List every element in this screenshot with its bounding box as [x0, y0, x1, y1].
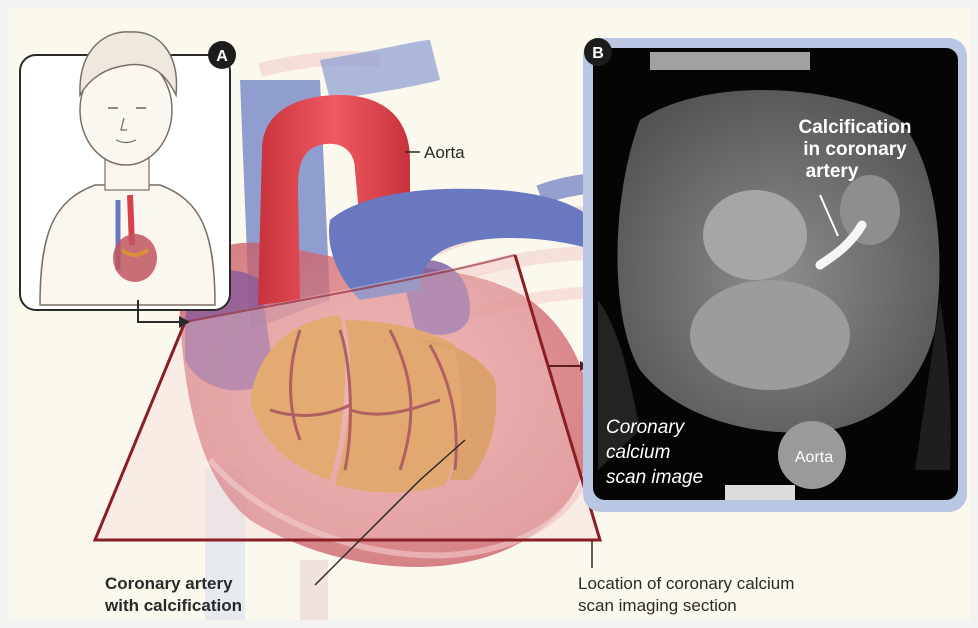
torso-heart: [113, 234, 157, 282]
panel-a: A: [20, 32, 236, 328]
ct-sternum: [650, 52, 810, 70]
ct-caption-3: scan image: [606, 467, 703, 488]
descending-aorta: [300, 560, 328, 620]
scan-location-label-1: Location of coronary calcium: [578, 574, 794, 593]
ct-calcification-label-1: Calcification: [799, 117, 912, 138]
ct-calcification-label-3: artery: [806, 161, 859, 182]
ct-aorta-label: Aorta: [795, 449, 833, 466]
ct-chamber-2: [690, 280, 850, 390]
ct-chamber-1: [703, 190, 807, 280]
badge-a-text: A: [216, 48, 228, 65]
badge-b-text: B: [592, 45, 604, 62]
coronary-label-1: Coronary artery: [105, 574, 233, 593]
ct-spine: [725, 485, 795, 500]
ct-caption-1: Coronary: [606, 417, 686, 438]
scan-location-label-2: scan imaging section: [578, 596, 737, 615]
ct-caption-2: calcium: [606, 442, 670, 463]
aorta-label: Aorta: [424, 143, 465, 162]
panel-b: Calcification in coronary artery Aorta C…: [583, 38, 967, 512]
ct-chamber-3: [840, 175, 900, 245]
coronary-label-2: with calcification: [104, 596, 242, 615]
ct-calcification-label-2: in coronary: [803, 139, 907, 160]
